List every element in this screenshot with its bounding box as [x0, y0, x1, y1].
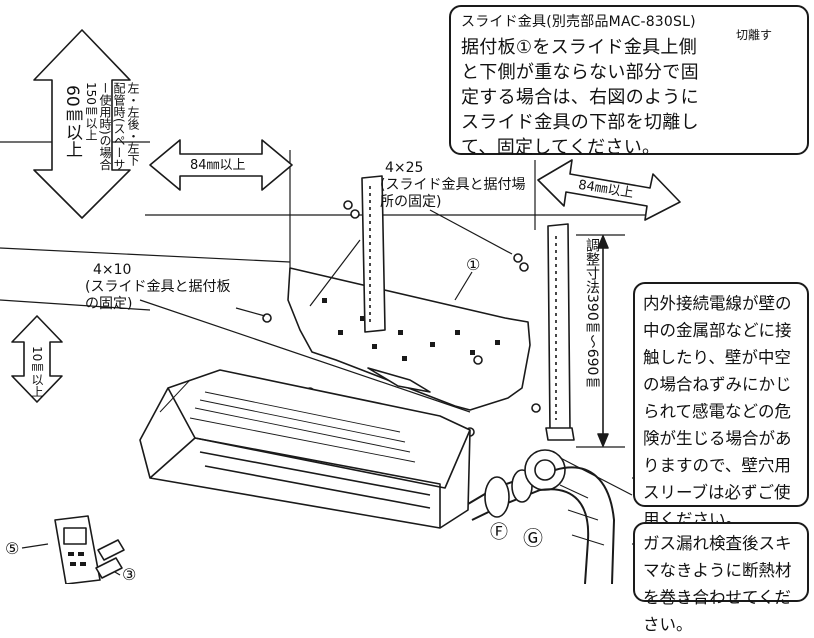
- screw-4x25-label: 4×25: [385, 160, 424, 176]
- slide-rail-right: [545, 223, 575, 441]
- clearance-bottom-arrow: [11, 315, 63, 403]
- part-3-label: ③: [122, 565, 137, 584]
- batteries: [95, 539, 125, 579]
- cut-label: 切離す: [736, 28, 773, 42]
- adjust-dimension-label: 調整寸法390㎜〜690㎜: [584, 238, 600, 390]
- part-F-label: Ⓕ: [490, 522, 508, 543]
- clearance-top-arrow: [33, 29, 131, 219]
- screw-4x10-note: (スライド金具と据付板の固定): [85, 279, 231, 312]
- gas-leak-note: ガス漏れ検査後スキマなきように断熱材を巻き合わせてください。: [643, 534, 792, 634]
- slide-bracket-note: 据付板①をスライド金具上側と下側が重ならない部分で固定する場合は、右図のようにス…: [461, 37, 699, 158]
- clearance-top-label: 60㎜以上: [62, 85, 82, 158]
- remote-control: [54, 515, 101, 584]
- mounting-plate-holes: [322, 298, 500, 361]
- pipe: [467, 449, 615, 584]
- gas-leak-callout: ガス漏れ検査後スキマなきように断熱材を巻き合わせてください。: [633, 522, 809, 634]
- leader-lines: [21, 209, 513, 576]
- clearance-top-note: 左・左後・左下配管時(スペーサー使用時)の場合150㎜以上: [84, 82, 140, 171]
- wall-sleeve-note: 内外接続電線が壁の中の金属部などに接触したり、壁が中空の場合ねずみにかじられて感…: [643, 294, 792, 529]
- clearance-right-arrow: [537, 159, 681, 221]
- clearance-left-label: 84㎜以上: [190, 158, 246, 173]
- screw-4x25-note: (スライド金具と据付場所の固定): [380, 177, 526, 210]
- mounting-plate: [287, 267, 531, 411]
- slide-rail-left: [361, 175, 386, 333]
- part-1-label: ①: [466, 255, 481, 274]
- slide-bracket-title: スライド金具(別売部品MAC-830SL): [461, 14, 696, 30]
- clearance-left-arrow: [149, 139, 293, 191]
- clearance-bottom-label: 10㎜以上: [30, 346, 44, 398]
- adjust-dimension-arrow: [597, 235, 609, 447]
- part-G-label: Ⓖ: [523, 526, 543, 550]
- part-5-label: ⑤: [5, 539, 20, 558]
- wall-sleeve-callout: 内外接続電線が壁の中の金属部などに接触したり、壁が中空の場合ねずみにかじられて感…: [633, 282, 809, 529]
- slide-bracket-callout: スライド金具(別売部品MAC-830SL) 据付板①をスライド金具上側と下側が重…: [449, 5, 809, 158]
- screw-4x10-label: 4×10: [93, 262, 132, 278]
- indoor-unit: [139, 369, 471, 529]
